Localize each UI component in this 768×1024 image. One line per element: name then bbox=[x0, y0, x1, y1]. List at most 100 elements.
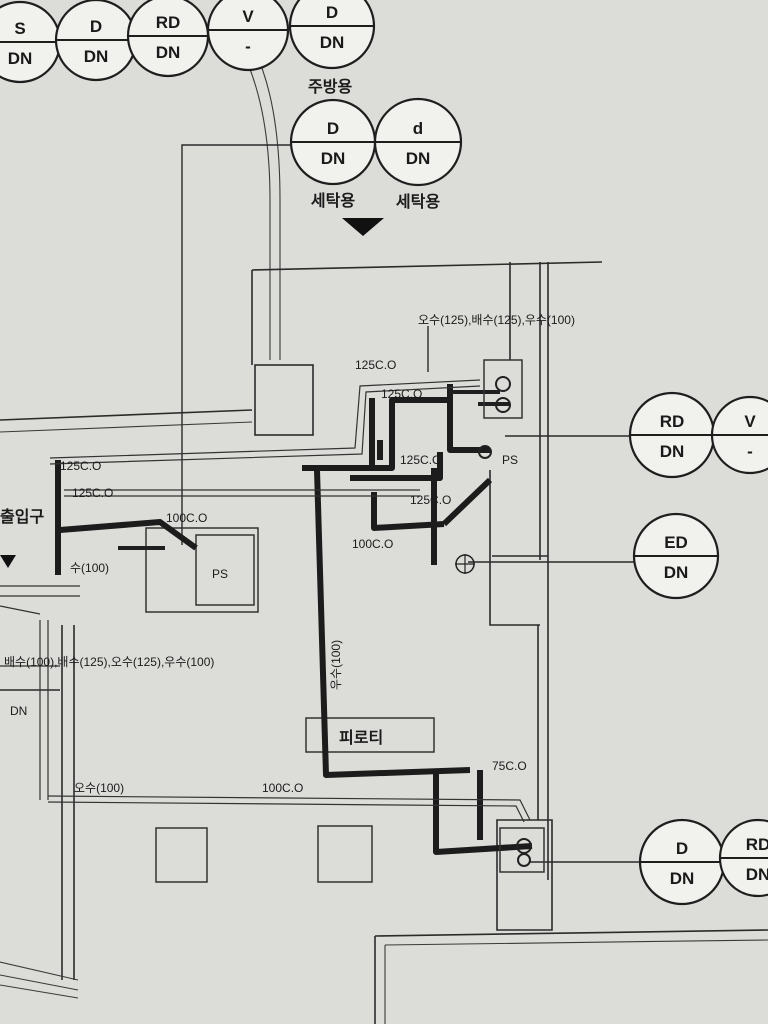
shaft-pipe-circle-e bbox=[517, 853, 531, 867]
shaft-fitting-bottom bbox=[499, 827, 545, 873]
shaft-fitting-top bbox=[483, 359, 523, 419]
kitchen-label: 주방용 bbox=[308, 78, 352, 96]
stair-line-2 bbox=[0, 984, 79, 999]
left-horizontal-wall bbox=[0, 409, 253, 421]
pipe-left-branch bbox=[59, 519, 198, 551]
top-symbol-circle bbox=[288, 0, 376, 70]
bottom-wall bbox=[374, 929, 768, 937]
column-upper bbox=[254, 364, 314, 436]
top-symbol-bottom-text: DN bbox=[320, 33, 345, 52]
right-symbol-top-text: ED bbox=[664, 533, 688, 552]
right-symbol-bottom-text: DN bbox=[670, 869, 695, 888]
right-symbol-top-text: RD bbox=[746, 835, 768, 854]
text-labels: 주방용 오수(125),배수(125),우수(100) 125C.O 125C.… bbox=[0, 78, 575, 795]
laundry-symbol-1: dDN 세탁용 bbox=[373, 97, 463, 211]
top-symbol-top-text: D bbox=[90, 17, 102, 36]
right-symbol-3: D DN bbox=[638, 818, 726, 906]
ps-box-left bbox=[145, 527, 259, 613]
pipe-shaft-link bbox=[447, 384, 490, 453]
top-symbol-2: RD DN bbox=[126, 0, 210, 78]
header-pipes-label: 오수(125),배수(125),우수(100) bbox=[418, 313, 575, 327]
right-symbol-top-text: V bbox=[744, 412, 756, 431]
right-symbol-bottom-text: DN bbox=[664, 563, 689, 582]
pipe-dbl-top-1 bbox=[49, 379, 481, 459]
top-symbol-circle bbox=[206, 0, 290, 72]
shaft-pipe-circle-b bbox=[495, 397, 511, 413]
top-symbol-circle bbox=[126, 0, 210, 78]
ps-label-left: PS bbox=[212, 567, 228, 581]
sewage-100-label: 오수(100) bbox=[74, 781, 124, 795]
right-symbol-bottom-text: DN bbox=[746, 865, 768, 884]
pipe-main-lower bbox=[350, 452, 443, 481]
shaft-fittings bbox=[455, 359, 545, 873]
top-symbol-top-text: D bbox=[326, 3, 338, 22]
top-symbol-bottom-text: DN bbox=[84, 47, 109, 66]
laundry-symbol-top-text: D bbox=[327, 119, 339, 138]
top-symbol-4: D DN bbox=[288, 0, 376, 70]
shaft-lower-wall bbox=[489, 470, 540, 626]
pipe-lower-loop bbox=[371, 492, 445, 531]
top-symbol-top-text: V bbox=[242, 7, 254, 26]
drain-pipes bbox=[55, 384, 533, 855]
co-label-75: 75C.O bbox=[492, 759, 527, 773]
co-label-125-a: 125C.O bbox=[355, 358, 396, 372]
pipe-dbl-bottom-2 bbox=[47, 801, 525, 823]
left-pipes-label: 배수(100),배수(125),오수(125),우수(100) bbox=[4, 655, 214, 669]
laundry-symbol-caption: 세탁용 bbox=[311, 192, 355, 210]
entrance-label: 출입구 bbox=[0, 508, 44, 526]
pipe-main-upper bbox=[302, 397, 450, 471]
top-symbol-top-text: RD bbox=[156, 13, 181, 32]
laundry-symbol-bottom-text: DN bbox=[406, 149, 431, 168]
top-symbol-3: V- bbox=[206, 0, 290, 72]
stair-line-top bbox=[0, 961, 79, 981]
right-symbol-top-text: RD bbox=[660, 412, 685, 431]
laundry-symbol-caption: 세탁용 bbox=[396, 193, 440, 211]
left-dn-label: DN bbox=[10, 704, 27, 718]
water-100-label: 수(100) bbox=[70, 561, 109, 575]
pipe-dbl-top-2 bbox=[49, 385, 481, 465]
stair-line bbox=[0, 974, 79, 991]
bottom-wall-inner bbox=[384, 939, 768, 946]
double-line-pipes bbox=[0, 379, 531, 823]
top-symbol-top-text: S bbox=[14, 19, 25, 38]
ps-label-shaft: PS bbox=[502, 453, 518, 467]
co-label-100-b: 100C.O bbox=[166, 511, 207, 525]
laundry-symbol-top-text: d bbox=[413, 119, 423, 138]
right-symbol-2: ED DN bbox=[632, 512, 720, 600]
pipe-diagonal bbox=[441, 477, 493, 527]
right-symbol-1: V- bbox=[710, 395, 768, 475]
co-label-125-f: 125C.O bbox=[72, 486, 113, 500]
co-label-100-c: 100C.O bbox=[262, 781, 303, 795]
right-symbol-bottom-text: - bbox=[747, 442, 753, 461]
laundry-symbol-row: D DN 세탁용 dDN 세탁용 bbox=[289, 97, 463, 211]
ps-box-left-inner bbox=[195, 534, 255, 606]
right-symbol-0: RD DN bbox=[628, 391, 716, 479]
shaft-pipe-circle-a bbox=[495, 376, 511, 392]
top-symbol-bottom-text: - bbox=[245, 37, 251, 56]
room-top-wall bbox=[251, 261, 603, 271]
laundry-symbol-bottom-text: DN bbox=[321, 149, 346, 168]
co-label-125-c: 125C.O bbox=[400, 453, 441, 467]
floor-drain-cross bbox=[455, 554, 475, 574]
pipe-dbl-bottom-1 bbox=[47, 795, 531, 821]
laundry-symbol-0: D DN 세탁용 bbox=[289, 98, 377, 210]
right-symbol-4: RD DN bbox=[718, 818, 768, 898]
co-label-100-a: 100C.O bbox=[352, 537, 393, 551]
direction-triangle-left bbox=[0, 555, 16, 568]
column-bottom-left bbox=[155, 827, 208, 883]
left-horizontal-wall-inner bbox=[0, 421, 253, 433]
top-symbol-bottom-text: DN bbox=[8, 49, 33, 68]
leader-laundry bbox=[181, 144, 290, 545]
right-symbol-top-text: D bbox=[676, 839, 688, 858]
piloti-label: 피로티 bbox=[339, 729, 383, 747]
direction-triangle bbox=[342, 218, 384, 236]
piloti-label-box bbox=[305, 717, 435, 753]
column-bottom-right bbox=[317, 825, 373, 883]
co-label-125-d: 125C.O bbox=[410, 493, 451, 507]
shaft-pipe-circle-c bbox=[478, 445, 492, 459]
co-label-125-b: 125C.O bbox=[381, 387, 422, 401]
right-symbol-bottom-text: DN bbox=[660, 442, 685, 461]
top-symbol-bottom-text: DN bbox=[156, 43, 181, 62]
